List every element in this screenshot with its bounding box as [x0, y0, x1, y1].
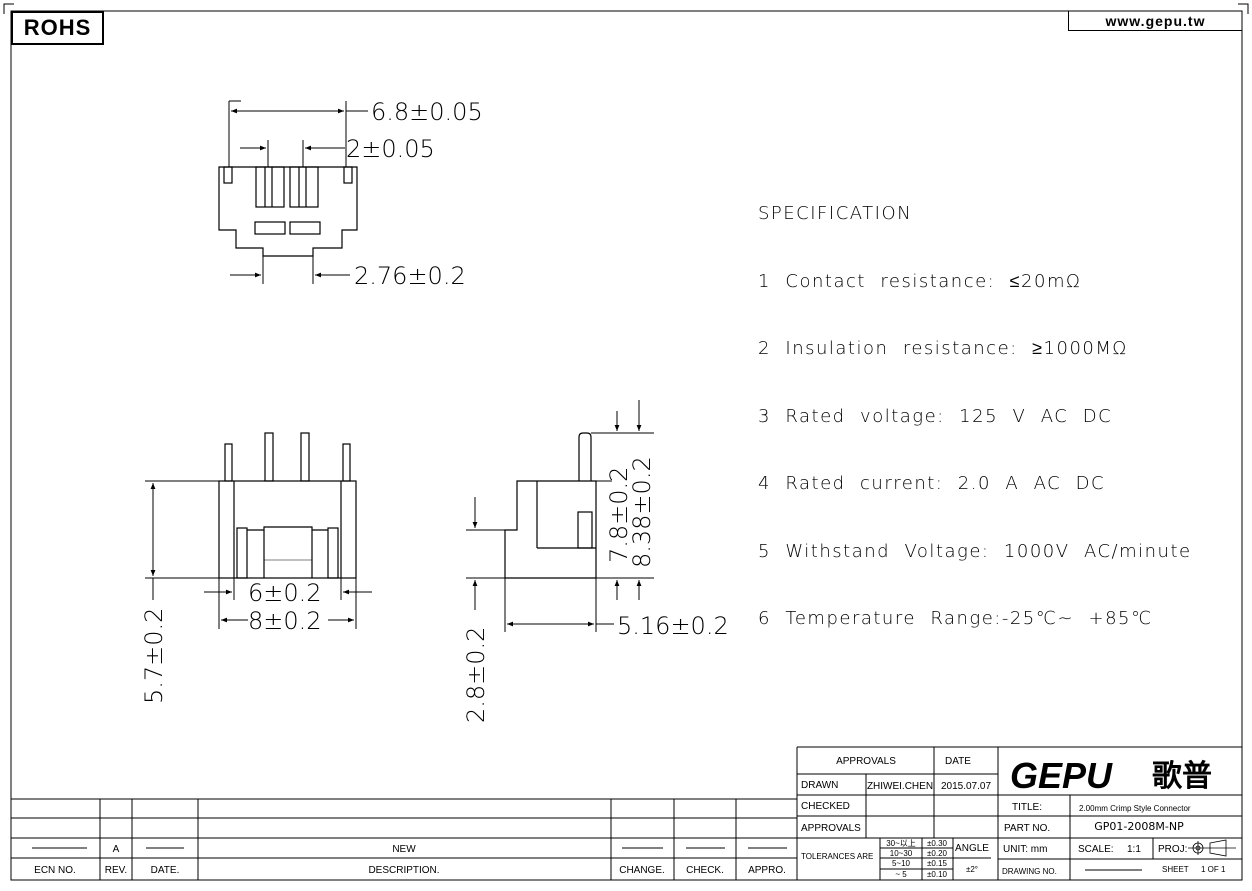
title-value: 2.00mm Crimp Style Connector: [1079, 804, 1191, 813]
drawn-by: ZHIWEI.CHEN: [867, 781, 933, 792]
spec-item: 2 Insulation resistance: ≥1000MΩ: [758, 338, 1128, 359]
spec-item: 3 Rated voltage: 125 V AC DC: [758, 405, 1113, 427]
tol-range: 30~以上: [886, 839, 916, 848]
spec-item: 1 Contact resistance: ≤20mΩ: [758, 270, 1082, 292]
sheet-value: 1 OF 1: [1201, 865, 1226, 874]
tol-value: ±0.20: [927, 849, 948, 858]
checked-label: CHECKED: [801, 801, 850, 812]
tol-value: ±0.10: [927, 870, 948, 879]
revision-table: [11, 798, 797, 880]
dim-top-width: 6.8±0.05: [371, 98, 483, 126]
part-no-label: PART NO.: [1004, 823, 1050, 834]
scale-value: 1:1: [1127, 844, 1141, 855]
top-view: [218, 166, 358, 257]
title-label: TITLE:: [1012, 802, 1042, 813]
tol-range: 10~30: [890, 849, 913, 858]
header-appro: APPRO.: [748, 865, 786, 876]
drawing-no-label: DRAWING NO.: [1002, 867, 1057, 876]
angle-label: ANGLE: [955, 843, 989, 854]
spec-item: 5 Withstand Voltage: 1000V AC/minute: [758, 540, 1192, 562]
header-check: CHECK.: [686, 865, 724, 876]
dim-front-inner: 6±0.2: [248, 579, 322, 607]
scale-label: SCALE:: [1078, 844, 1114, 855]
header-description: DESCRIPTION.: [368, 865, 439, 876]
dim-side-h1: 7.8±0.2: [605, 467, 633, 563]
website-label: www.gepu.tw: [1068, 11, 1242, 31]
dim-front-height: 5.7±0.2: [140, 608, 168, 704]
tol-value: ±0.30: [927, 839, 948, 848]
header-ecn: ECN NO.: [34, 865, 76, 876]
logo-text: GEPU: [1010, 755, 1113, 796]
drawn-date: 2015.07.07: [941, 781, 991, 792]
sheet-label: SHEET: [1162, 865, 1189, 874]
description-value: NEW: [392, 844, 416, 855]
side-view-dimensions: [466, 400, 654, 632]
date-label: DATE: [945, 756, 971, 767]
side-view: [504, 432, 597, 579]
proj-label: PROJ:: [1158, 844, 1187, 855]
top-view-dimensions: [228, 100, 368, 284]
tol-range: ~ 5: [895, 870, 907, 879]
front-view-dimensions: [145, 480, 372, 629]
gepu-logo: GEPU 歌普: [1010, 755, 1212, 796]
sheet-border: [3, 3, 1249, 881]
drawn-label: DRAWN: [801, 780, 838, 791]
part-no-value: GP01-2008M-NP: [1094, 820, 1184, 833]
tolerances-label: TOLERANCES ARE: [801, 852, 873, 861]
tol-range: 5~10: [892, 859, 911, 868]
specification-block: SPECIFICATION 1 Contact resistance: ≤20m…: [758, 158, 1192, 676]
spec-item: 4 Rated current: 2.0 A AC DC: [758, 473, 1106, 494]
spec-title: SPECIFICATION: [758, 203, 913, 224]
dim-front-outer: 8±0.2: [248, 607, 322, 635]
approvals-row-label: APPROVALS: [801, 823, 861, 834]
logo-cn-text: 歌普: [1152, 759, 1212, 794]
rev-value: A: [113, 844, 120, 855]
dim-top-pitch: 2±0.05: [346, 135, 435, 163]
approvals-label: APPROVALS: [836, 756, 896, 767]
header-change: CHANGE.: [619, 865, 665, 876]
dim-side-depth: 5.16±0.2: [617, 612, 729, 640]
dim-side-height: 2.8±0.2: [462, 627, 490, 723]
unit-label: UNIT: mm: [1003, 844, 1047, 855]
title-block: [796, 746, 1242, 880]
front-view: [218, 432, 357, 579]
header-rev: REV.: [105, 865, 127, 876]
spec-item: 6 Temperature Range:-25℃~ +85℃: [758, 608, 1153, 629]
projection-symbol-icon: [1188, 839, 1236, 857]
tol-value: ±0.15: [927, 859, 948, 868]
dim-top-bottom: 2.76±0.2: [354, 262, 466, 290]
header-date: DATE.: [151, 865, 180, 876]
angle-value: ±2°: [966, 865, 978, 874]
dim-side-h2: 8.38±0.2: [628, 456, 656, 568]
rohs-mark: ROHS: [11, 11, 104, 45]
